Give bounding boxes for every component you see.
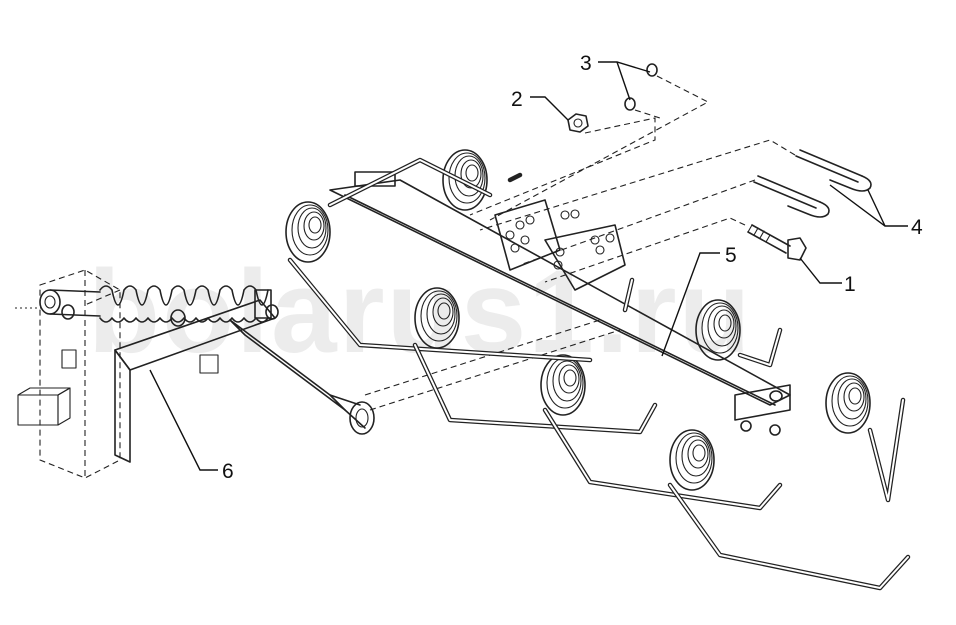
bolt	[544, 217, 807, 283]
mounting-post	[17, 269, 121, 479]
rings	[489, 63, 710, 221]
callout-4: 4	[911, 216, 923, 239]
callout-6: 6	[222, 460, 234, 483]
callout-5: 5	[725, 244, 737, 267]
callout-3: 3	[580, 52, 592, 75]
callout-1: 1	[844, 273, 856, 296]
pins	[479, 139, 872, 266]
arm-spring	[15, 285, 279, 327]
mounting-plate	[494, 199, 626, 291]
nut	[469, 113, 656, 216]
leader-lines	[149, 61, 908, 471]
callout-2: 2	[511, 88, 523, 111]
spring-tines	[285, 149, 911, 591]
